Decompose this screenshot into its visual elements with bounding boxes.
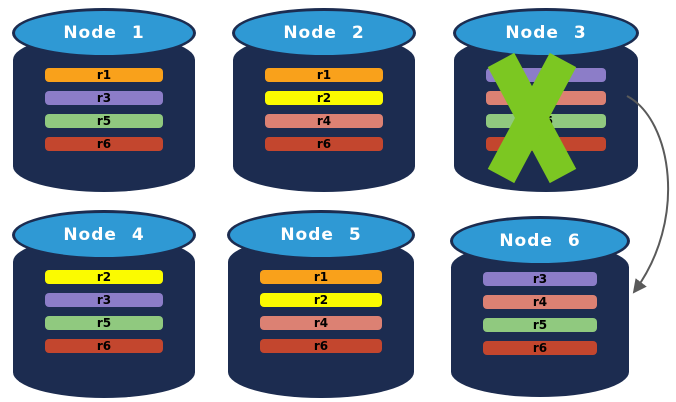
node-5-cylinder: Node 5 r1 r2 r4 r6 <box>227 210 415 398</box>
cylinder-top: Node 1 <box>12 8 196 58</box>
cylinder-body <box>233 34 415 192</box>
node-3-cylinder: Node 3 r3 r4 r5 r6 <box>453 8 639 192</box>
cylinder-top: Node 4 <box>12 210 196 260</box>
replica-bar: r6 <box>260 339 382 353</box>
replica-bar: r1 <box>260 270 382 284</box>
replica-bar: r4 <box>483 295 597 309</box>
replica-bar: r3 <box>45 91 163 105</box>
replica-bar: r2 <box>45 270 163 284</box>
cylinder-top: Node 2 <box>232 8 416 58</box>
cylinder-body <box>13 34 195 192</box>
replica-bar: r3 <box>45 293 163 307</box>
replica-list: r1 r2 r4 r6 <box>265 68 383 160</box>
replica-bar: r3 <box>483 272 597 286</box>
node-title: Node 6 <box>499 231 581 251</box>
replica-bar: r6 <box>45 137 163 151</box>
replica-bar: r5 <box>483 318 597 332</box>
replica-bar: r6 <box>483 341 597 355</box>
node-title: Node 1 <box>63 23 145 43</box>
cylinder-top: Node 6 <box>450 216 630 266</box>
replica-bar: r2 <box>265 91 383 105</box>
replica-list: r1 r3 r5 r6 <box>45 68 163 160</box>
replica-bar: r6 <box>45 339 163 353</box>
replica-bar: r6 <box>265 137 383 151</box>
replica-bar: r4 <box>265 114 383 128</box>
replica-list: r2 r3 r5 r6 <box>45 270 163 362</box>
node-title: Node 2 <box>283 23 365 43</box>
replica-bar: r1 <box>45 68 163 82</box>
replica-list: r3 r4 r5 r6 <box>483 272 597 364</box>
failure-x-icon <box>487 52 577 184</box>
node-4-cylinder: Node 4 r2 r3 r5 r6 <box>12 210 196 398</box>
replica-bar: r5 <box>45 114 163 128</box>
replica-bar: r2 <box>260 293 382 307</box>
node-1-cylinder: Node 1 r1 r3 r5 r6 <box>12 8 196 192</box>
replica-bar: r4 <box>260 316 382 330</box>
node-6-cylinder: Node 6 r3 r4 r5 r6 <box>450 216 630 397</box>
node-2-cylinder: Node 2 r1 r2 r4 r6 <box>232 8 416 192</box>
replica-bar: r5 <box>45 316 163 330</box>
replica-bar: r1 <box>265 68 383 82</box>
replica-list: r1 r2 r4 r6 <box>260 270 382 362</box>
node-title: Node 3 <box>505 23 587 43</box>
node-title: Node 5 <box>280 225 362 245</box>
node-title: Node 4 <box>63 225 145 245</box>
cylinder-top: Node 5 <box>227 210 415 260</box>
cylinder-top: Node 3 <box>453 8 639 58</box>
